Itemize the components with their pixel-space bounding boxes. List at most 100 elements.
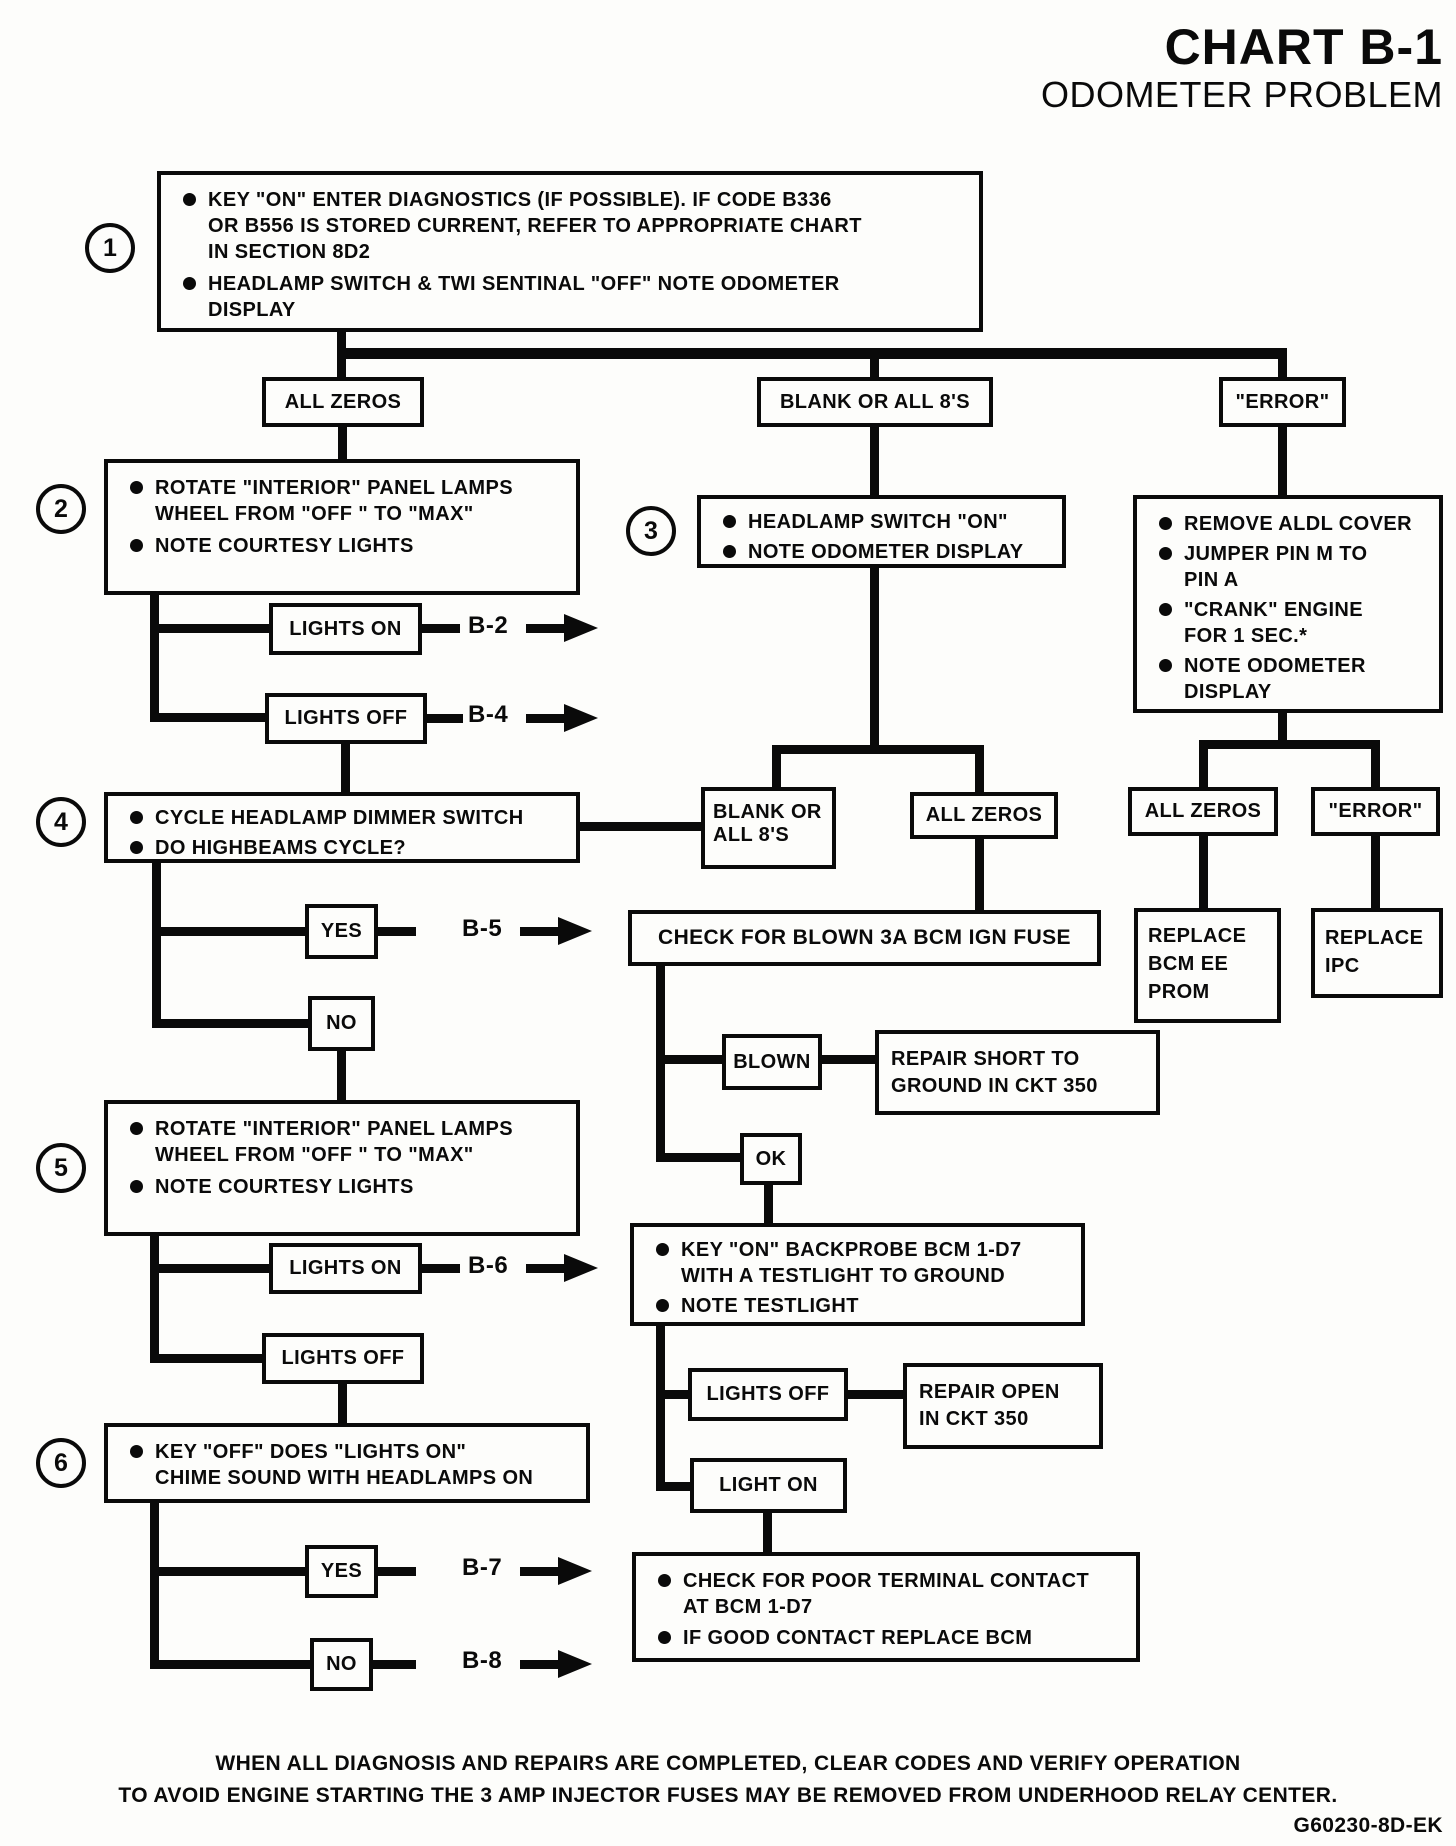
step1-bullet-1: KEY "ON" ENTER DIAGNOSTICS (IF POSSIBLE)…	[183, 187, 969, 265]
bullet-icon	[723, 515, 736, 528]
bullet-icon	[1159, 603, 1172, 616]
step-number: 2	[54, 494, 68, 523]
bullet-icon	[130, 1180, 143, 1193]
connector-trunk-aldl	[1199, 740, 1380, 749]
connector-b7-stub	[378, 1567, 416, 1576]
aldl-bullet-3: "CRANK" ENGINE FOR 1 SEC.*	[1159, 597, 1429, 649]
connector-to-no1	[152, 1019, 308, 1028]
page-title: CHART B-1	[1164, 19, 1443, 75]
connector-step4-descender	[152, 863, 161, 1028]
connector-b6-arrowline	[526, 1264, 564, 1273]
bullet-icon	[723, 545, 736, 558]
offpage-label-b6: B-6	[468, 1252, 509, 1279]
branch-error-1: "ERROR"	[1219, 377, 1346, 427]
step1-bullet-2: HEADLAMP SWITCH & TWI SENTINAL "OFF" NOT…	[183, 271, 969, 323]
b2-arrowhead-icon	[564, 614, 598, 642]
connector-allzeros3-replacebcm	[1199, 836, 1208, 908]
step4-box: CYCLE HEADLAMP DIMMER SWITCH DO HIGHBEAM…	[104, 792, 580, 863]
bullet-icon	[1159, 517, 1172, 530]
connector-b5-arrowline	[520, 927, 558, 936]
connector-error2-replaceipc	[1371, 836, 1380, 908]
step-number: 3	[644, 516, 658, 545]
offpage-label-b5: B-5	[462, 915, 503, 942]
connector-backprobe-descender	[656, 1326, 665, 1491]
connector-to-lightsoff2	[150, 1354, 262, 1363]
connector-ok-backprobe	[764, 1185, 773, 1223]
lights-on-1-box: LIGHTS ON	[269, 603, 422, 655]
b8-arrowhead-icon	[558, 1650, 592, 1678]
step-circle-4: 4	[36, 797, 86, 847]
bullet-icon	[1159, 547, 1172, 560]
aldl-bullet-1: REMOVE ALDL COVER	[1159, 511, 1429, 537]
connector-drop-error	[1278, 357, 1287, 377]
backprobe-bullet-2: NOTE TESTLIGHT	[656, 1293, 1071, 1319]
connector-drop-blank	[870, 357, 879, 377]
connector-b8-stub	[373, 1660, 416, 1669]
bullet-icon	[130, 811, 143, 824]
no-1-box: NO	[308, 996, 375, 1051]
connector-to-yes1	[152, 927, 305, 936]
connector-error-aldl	[1278, 427, 1287, 495]
step4-bullet-2: DO HIGHBEAMS CYCLE?	[130, 835, 566, 861]
step6-box: KEY "OFF" DOES "LIGHTS ON" CHIME SOUND W…	[104, 1423, 590, 1503]
fuse-check-box: CHECK FOR BLOWN 3A BCM IGN FUSE	[628, 910, 1101, 966]
connector-to-ok	[656, 1153, 740, 1162]
connector-b5-stub	[378, 927, 416, 936]
terminal-bullet-1: CHECK FOR POOR TERMINAL CONTACT AT BCM 1…	[658, 1568, 1126, 1620]
no-2-box: NO	[310, 1638, 373, 1691]
step5-bullet-2: NOTE COURTESY LIGHTS	[130, 1174, 566, 1200]
branch-all-zeros-1: ALL ZEROS	[262, 377, 424, 427]
repair-short-box: REPAIR SHORT TO GROUND IN CKT 350	[875, 1030, 1160, 1115]
branch-blank-or-8s-2: BLANK OR ALL 8'S	[701, 787, 836, 869]
connector-to-lighton	[656, 1482, 690, 1491]
footer-line-1: WHEN ALL DIAGNOSIS AND REPAIRS ARE COMPL…	[215, 1752, 1241, 1775]
replace-ipc-box: REPLACE IPC	[1311, 908, 1443, 998]
branch-blank-or-8s-1: BLANK OR ALL 8'S	[757, 377, 993, 427]
connector-to-lightsoff3	[656, 1390, 688, 1399]
connector-step4-blank2	[580, 822, 701, 831]
yes-1-box: YES	[305, 904, 378, 959]
step5-box: ROTATE "INTERIOR" PANEL LAMPS WHEEL FROM…	[104, 1100, 580, 1236]
step3-box: HEADLAMP SWITCH "ON" NOTE ODOMETER DISPL…	[697, 495, 1066, 568]
step2-bullet-2: NOTE COURTESY LIGHTS	[130, 533, 566, 559]
step-number: 1	[103, 233, 117, 262]
aldl-bullet-4: NOTE ODOMETER DISPLAY	[1159, 653, 1429, 705]
connector-drop-allzeros2	[975, 754, 984, 792]
terminal-contact-box: CHECK FOR POOR TERMINAL CONTACT AT BCM 1…	[632, 1552, 1140, 1662]
connector-b7-arrowline	[520, 1567, 558, 1576]
lights-off-3-box: LIGHTS OFF	[688, 1368, 848, 1421]
connector-b4-stub	[427, 714, 463, 723]
connector-trunk-step3	[772, 745, 984, 754]
step-circle-2: 2	[36, 484, 86, 534]
step-number: 5	[54, 1153, 68, 1182]
lights-off-1-box: LIGHTS OFF	[265, 693, 427, 744]
bullet-icon	[656, 1243, 669, 1256]
connector-allzeros-step2	[338, 427, 347, 459]
connector-to-yes2	[150, 1567, 305, 1576]
step-circle-6: 6	[36, 1438, 86, 1488]
connector-step6-descender	[150, 1503, 159, 1669]
replace-bcm-box: REPLACE BCM EE PROM	[1134, 908, 1281, 1023]
aldl-box: REMOVE ALDL COVER JUMPER PIN M TO PIN A …	[1133, 495, 1443, 713]
connector-to-lightson2	[150, 1264, 269, 1273]
bullet-icon	[130, 481, 143, 494]
branch-all-zeros-2: ALL ZEROS	[910, 792, 1058, 839]
offpage-label-b8: B-8	[462, 1647, 503, 1674]
connector-drop-error2	[1371, 749, 1380, 787]
b4-arrowhead-icon	[564, 704, 598, 732]
lights-off-2-box: LIGHTS OFF	[262, 1333, 424, 1384]
connector-b8-arrowline	[520, 1660, 558, 1669]
connector-to-blown	[656, 1055, 722, 1064]
connector-trunk-top	[337, 348, 1287, 359]
step6-bullet-1: KEY "OFF" DOES "LIGHTS ON" CHIME SOUND W…	[130, 1439, 576, 1491]
bullet-icon	[130, 1122, 143, 1135]
branch-error-2: "ERROR"	[1311, 787, 1440, 836]
connector-step3-descender	[870, 568, 879, 754]
terminal-bullet-2: IF GOOD CONTACT REPLACE BCM	[658, 1625, 1126, 1651]
blown-box: BLOWN	[722, 1034, 822, 1090]
step-circle-1: 1	[85, 223, 135, 273]
connector-blank-step3	[870, 427, 879, 495]
step3-bullet-1: HEADLAMP SWITCH "ON"	[723, 509, 1052, 535]
step-number: 6	[54, 1448, 68, 1477]
bullet-icon	[656, 1299, 669, 1312]
